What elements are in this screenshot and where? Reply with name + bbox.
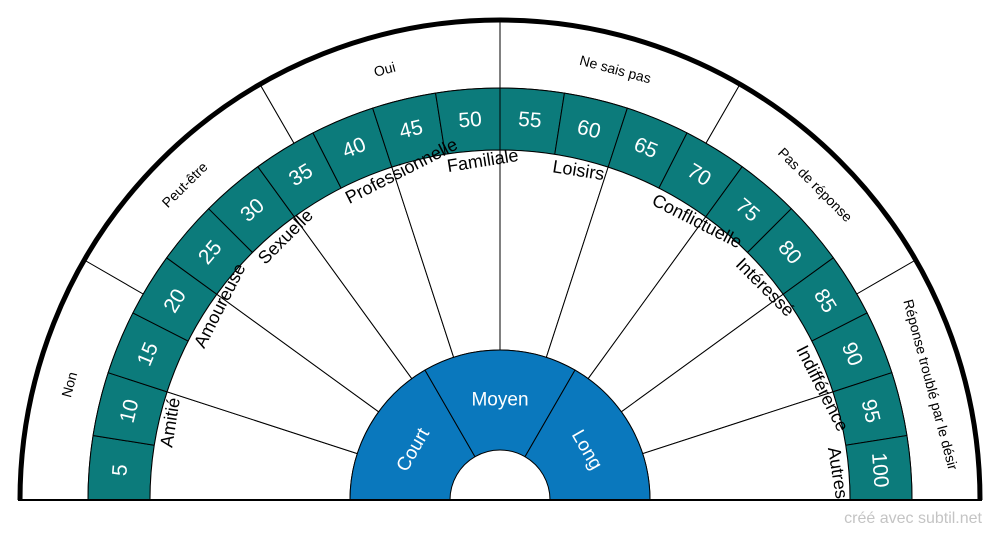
answer-label: Oui [372, 59, 397, 80]
percent-label: 45 [397, 116, 425, 144]
duration-sector-moyen [424, 349, 576, 458]
percent-label: 55 [517, 108, 542, 133]
percent-label: 60 [575, 116, 603, 144]
duration-sector-long [524, 369, 651, 501]
percent-label: 50 [458, 108, 483, 133]
percent-label: 95 [857, 397, 885, 425]
outer-arc [17, 17, 983, 501]
percent-label: 10 [116, 397, 144, 425]
credit-text: créé avec subtil.net [844, 510, 982, 527]
percent-label: 5 [108, 463, 132, 476]
percent-label: 100 [867, 452, 893, 489]
duration-label: Moyen [471, 390, 528, 411]
answer-label: Non [58, 370, 80, 399]
